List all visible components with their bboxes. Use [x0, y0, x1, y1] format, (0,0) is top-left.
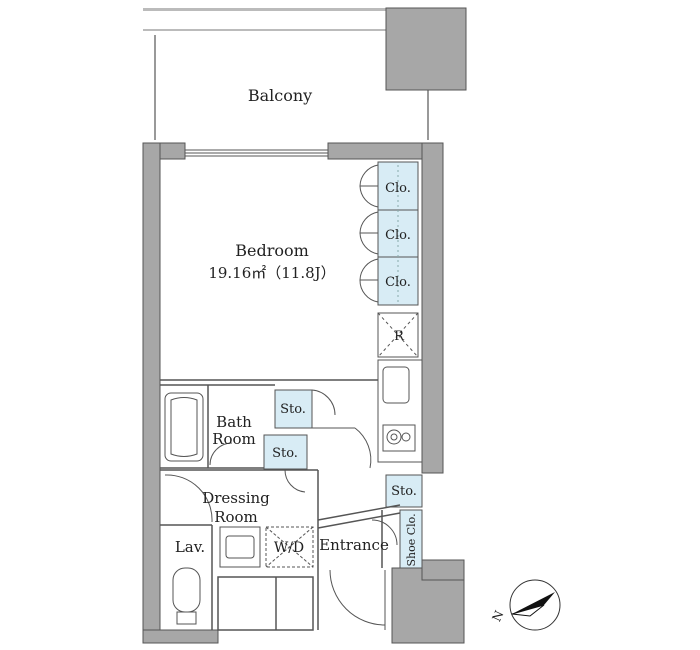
- storage-label-3: Sto.: [391, 484, 417, 499]
- shoe-closet-label: Shoe Clo.: [405, 513, 418, 566]
- storage-boxes: [263, 389, 423, 508]
- bedroom-window: [184, 149, 329, 157]
- washer-dryer-label: W/D: [274, 540, 304, 556]
- shoe-closet: [399, 509, 423, 569]
- toilet: [172, 567, 201, 613]
- closet-label-3: Clo.: [385, 275, 411, 290]
- storage-label-1: Sto.: [280, 402, 306, 417]
- outer-walls: [142, 142, 465, 644]
- bath-room: [160, 384, 275, 469]
- compass: [509, 579, 561, 631]
- stove-burner-2: [401, 432, 411, 442]
- lavatory-label: Lav.: [175, 538, 205, 556]
- dressing-room-label-2: Room: [214, 508, 258, 526]
- entrance-label: Entrance: [319, 536, 389, 554]
- dressing-room: [160, 474, 261, 630]
- balcony-column: [385, 7, 467, 91]
- refrigerator-label: R: [394, 329, 405, 344]
- entrance-area: [317, 504, 401, 630]
- dressing-room-label-1: Dressing: [202, 489, 270, 507]
- stove-burner-1: [386, 429, 402, 445]
- compass-north-label: N: [489, 608, 506, 623]
- balcony-label: Balcony: [248, 86, 312, 105]
- stove-burner-3: [390, 433, 398, 441]
- bedroom-area-label: 19.16㎡（11.8J）: [208, 264, 335, 282]
- bath-room-label-1: Bath: [216, 413, 252, 431]
- kitchen-counter: [377, 359, 423, 463]
- storage-label-2: Sto.: [272, 446, 298, 461]
- washer-dryer: [265, 526, 314, 568]
- lower-cabinets: [217, 576, 314, 631]
- hallway-doors: [160, 389, 372, 630]
- closet-column: [359, 161, 419, 306]
- bath-room-label-2: Room: [212, 430, 256, 448]
- lavatory: [172, 567, 201, 625]
- wash-basin: [219, 526, 261, 568]
- refrigerator: [377, 312, 419, 358]
- balcony-area: [143, 7, 467, 140]
- closet-label-1: Clo.: [385, 181, 411, 196]
- bathtub: [164, 392, 204, 462]
- closet-label-2: Clo.: [385, 228, 411, 243]
- bedroom-label: Bedroom: [235, 241, 309, 260]
- kitchen-sink: [382, 366, 410, 404]
